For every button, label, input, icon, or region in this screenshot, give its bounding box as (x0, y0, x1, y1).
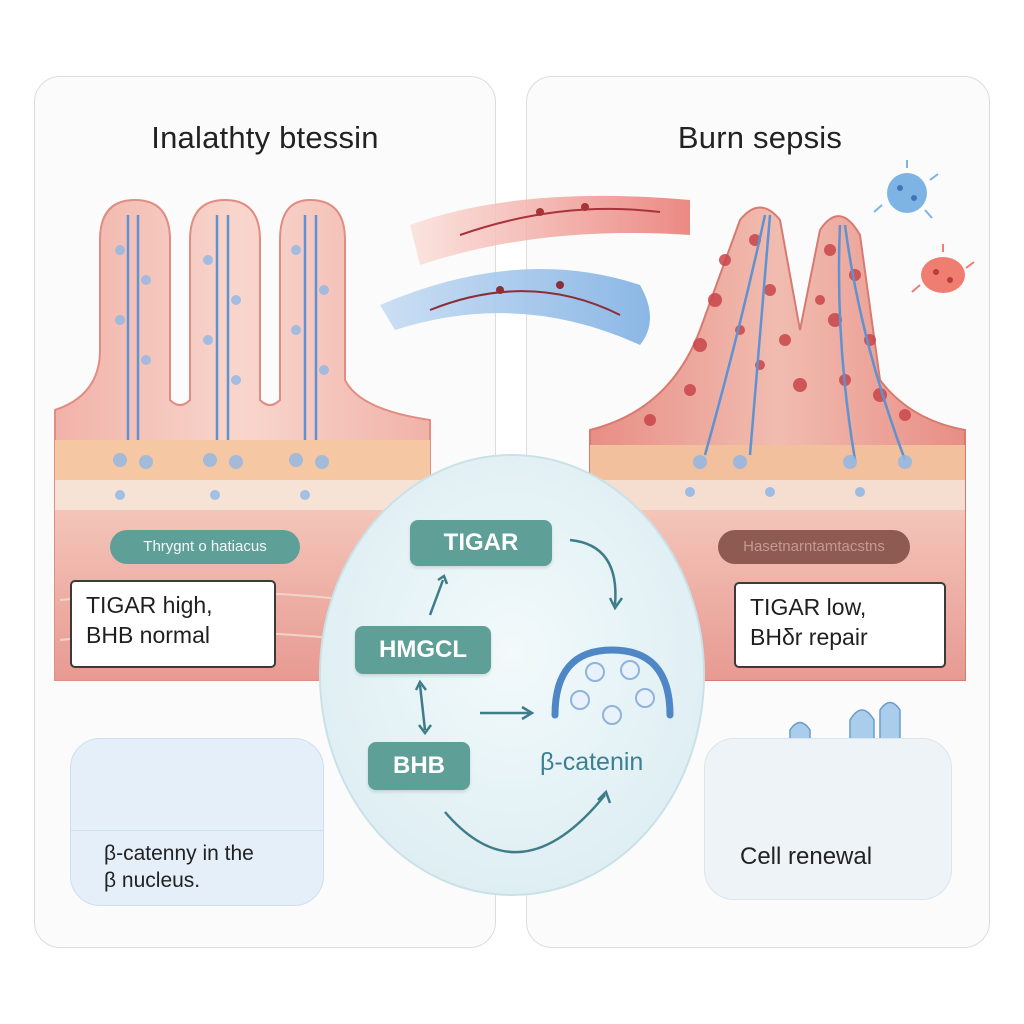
sepsis-status-box: TIGAR low, BHδr repair (734, 582, 946, 668)
bacteria-red-icon (911, 244, 975, 293)
nucleus-text-line-1: β-catenny in the (104, 842, 254, 865)
bhb-node: BHB (368, 742, 470, 790)
hmgcl-node: HMGCL (355, 626, 491, 674)
sepsis-state-pill: Hasetnarntamtacstns (718, 530, 910, 564)
healthy-title: Inalathty btessin (151, 120, 379, 155)
sepsis-status-line-2: BHδr repair (750, 624, 868, 650)
beta-catenin-complex-icon (551, 646, 674, 725)
renewal-inset (704, 738, 952, 900)
nucleus-text-line-2: β nucleus. (104, 869, 201, 892)
nucleus-inset-text: β-catenny in the β nucleus. (104, 840, 254, 894)
pathway-arrows (414, 538, 624, 854)
nucleus-inset-divider (71, 830, 323, 831)
burn-sepsis-title: Burn sepsis (677, 120, 843, 155)
tigar-node: TIGAR (410, 520, 552, 566)
sepsis-status-line-1: TIGAR low, (750, 594, 867, 620)
healthy-status-box: TIGAR high, BHB normal (70, 580, 276, 668)
nucleus-inset (70, 738, 324, 906)
artery-red-icon (410, 195, 690, 265)
healthy-status-line-2: BHB normal (86, 622, 210, 648)
bacteria-blue-icon (873, 160, 939, 219)
vein-blue-icon (380, 269, 650, 345)
beta-catenin-label: β-catenin (540, 748, 644, 776)
healthy-status-line-1: TIGAR high, (86, 592, 213, 618)
healthy-state-pill: Thrygnt o hatiacus (110, 530, 300, 564)
renewal-inset-text: Cell renewal (740, 843, 873, 870)
